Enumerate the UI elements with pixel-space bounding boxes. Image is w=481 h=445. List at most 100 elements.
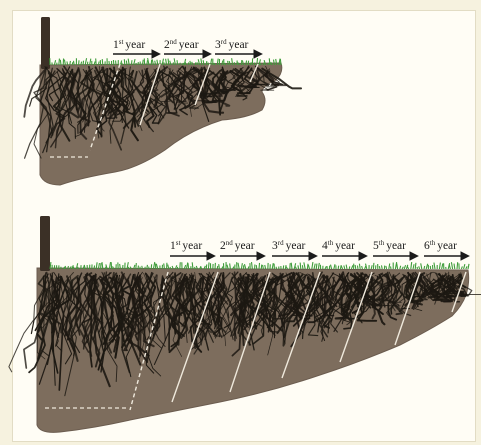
grass-blade bbox=[188, 263, 189, 269]
grass-blade bbox=[251, 262, 252, 269]
grass-blade bbox=[346, 265, 347, 269]
grass-blade bbox=[83, 61, 84, 65]
grass-blade bbox=[295, 267, 296, 269]
grass-blade bbox=[386, 266, 387, 269]
year-ordinal-suffix: st bbox=[176, 239, 181, 247]
grass-blade bbox=[442, 264, 443, 269]
grass-blade bbox=[334, 264, 335, 269]
grass-blade bbox=[312, 262, 313, 269]
year-ordinal-suffix: th bbox=[379, 239, 385, 247]
grass-blade bbox=[302, 265, 303, 269]
year-ordinal-suffix: th bbox=[328, 239, 334, 247]
grass-blade bbox=[272, 263, 273, 269]
year-word: year bbox=[437, 240, 457, 252]
grass-blade bbox=[96, 58, 97, 65]
year-word: year bbox=[229, 39, 249, 51]
grass-blade bbox=[411, 262, 412, 269]
grass-blade bbox=[276, 267, 277, 269]
grass-blade bbox=[126, 61, 127, 65]
grass-blade bbox=[413, 264, 414, 269]
year-label-text: 6thyear bbox=[424, 239, 457, 252]
year-label-text: 1styear bbox=[170, 239, 202, 252]
year-label-text: 5thyear bbox=[373, 239, 406, 252]
grass-blade bbox=[381, 265, 382, 269]
grass-blade bbox=[331, 265, 332, 269]
grass-blade bbox=[316, 264, 317, 269]
year-ordinal-suffix: nd bbox=[170, 38, 178, 46]
year-ordinal-suffix: th bbox=[430, 239, 436, 247]
bottom-fence-post bbox=[40, 216, 50, 271]
grass-blade bbox=[102, 59, 103, 65]
year-ordinal-suffix: rd bbox=[278, 239, 284, 247]
grass-blade bbox=[90, 59, 91, 65]
grass-blade bbox=[168, 59, 169, 65]
grass-blade bbox=[400, 266, 401, 269]
grass-blade bbox=[228, 61, 229, 65]
year-word: year bbox=[182, 240, 202, 252]
bottom-year-label-5: 5thyear bbox=[373, 239, 417, 256]
grass-blade bbox=[120, 264, 121, 269]
grass-blade bbox=[407, 266, 408, 269]
grass-blade bbox=[98, 62, 99, 65]
grass-blade bbox=[67, 61, 68, 65]
bottom-soil-profile: 1styear2ndyear3rdyear4thyear5thyear6thye… bbox=[9, 216, 481, 432]
grass-blade bbox=[351, 265, 352, 269]
grass-blade bbox=[355, 265, 356, 269]
grass-blade bbox=[298, 265, 299, 269]
bottom-year-label-1: 1styear bbox=[170, 239, 214, 256]
year-label-text: 3rdyear bbox=[272, 239, 306, 252]
grass-blade bbox=[206, 61, 207, 65]
grass-blade bbox=[379, 266, 380, 269]
grass-blade bbox=[389, 264, 390, 269]
grass-blade bbox=[449, 264, 450, 269]
grass-blade bbox=[291, 263, 292, 269]
grass-blade bbox=[421, 263, 422, 269]
grass-blade bbox=[464, 264, 465, 269]
grass-blade bbox=[454, 264, 455, 269]
grass-blade bbox=[256, 265, 257, 269]
grass-blade bbox=[300, 263, 301, 269]
grass-blade bbox=[136, 263, 137, 269]
top-fence-post bbox=[41, 17, 50, 69]
grass-blade bbox=[439, 263, 440, 269]
grass-blade bbox=[164, 62, 165, 65]
grass-blade bbox=[60, 60, 61, 65]
grass-blade bbox=[177, 60, 178, 65]
grass-blade bbox=[195, 62, 196, 65]
year-word: year bbox=[335, 240, 355, 252]
grass-blade bbox=[340, 265, 341, 269]
grass-blade bbox=[217, 266, 218, 269]
grass-blade bbox=[434, 263, 435, 269]
grass-blade bbox=[261, 265, 262, 269]
grass-blade bbox=[314, 264, 315, 269]
grass-blade bbox=[362, 266, 363, 269]
top-year-label-2: 2ndyear bbox=[164, 38, 210, 54]
grass-blade bbox=[461, 266, 462, 269]
grass-blade bbox=[153, 262, 154, 269]
grass-blade bbox=[248, 61, 249, 65]
year-word: year bbox=[179, 39, 199, 51]
grass-blade bbox=[64, 60, 65, 65]
year-label-text: 1styear bbox=[113, 38, 145, 51]
grass-blade bbox=[263, 63, 264, 65]
year-ordinal-suffix: rd bbox=[221, 38, 227, 46]
grass-blade bbox=[468, 264, 469, 269]
grass-blade bbox=[419, 266, 420, 269]
grass-blade bbox=[304, 262, 305, 269]
grass-blade bbox=[164, 263, 165, 269]
grass-blade bbox=[131, 60, 132, 65]
year-label-text: 2ndyear bbox=[164, 38, 199, 51]
grass-blade bbox=[457, 262, 458, 269]
bottom-year-label-2: 2ndyear bbox=[220, 239, 264, 256]
grass-blade bbox=[238, 263, 239, 269]
grass-blade bbox=[244, 264, 245, 269]
grass-blade bbox=[269, 58, 270, 65]
grass-blade bbox=[85, 58, 86, 65]
grass-blade bbox=[366, 264, 367, 269]
grass-blade bbox=[142, 266, 143, 269]
grass-blade bbox=[147, 60, 148, 65]
grass-blade bbox=[371, 265, 372, 269]
top-year-label-3: 3rdyear bbox=[215, 38, 261, 54]
grass-blade bbox=[402, 267, 403, 269]
